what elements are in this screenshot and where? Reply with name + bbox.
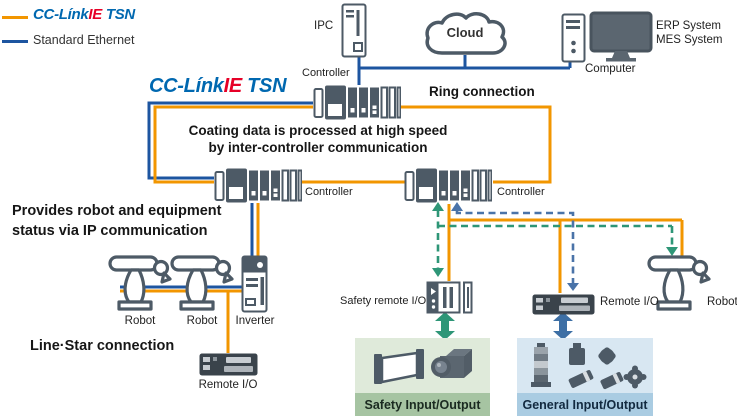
- stack-light-icon: [531, 343, 551, 391]
- safety-io-box: Safety Input/Output: [355, 338, 490, 416]
- controller-right-label: Controller: [497, 186, 545, 198]
- remote-io-right-label: Remote I/O: [600, 296, 659, 308]
- ethernet-ring-left: [147, 101, 313, 180]
- ipc-icon: [341, 3, 367, 58]
- remote-io-left-label: Remote I/O: [198, 379, 258, 391]
- computer-monitor-icon: [589, 11, 653, 63]
- light-curtain-icon: [373, 348, 425, 388]
- safety-remote-io-icon: [426, 281, 473, 314]
- safety-camera-icon: [430, 346, 474, 388]
- sensor-icons: [559, 343, 647, 391]
- controller-left-label: Controller: [305, 186, 353, 198]
- ipc-label: IPC: [314, 20, 334, 32]
- mes-system-label: MES System: [656, 34, 723, 46]
- safety-comm-arrowheads: [432, 202, 678, 277]
- computer-tower-icon: [561, 13, 586, 63]
- safety-comm-lines: [436, 210, 674, 268]
- erp-system-label: ERP System: [656, 20, 721, 32]
- ip-statement: Provides robot and equipment status via …: [12, 201, 221, 241]
- safety-io-double-arrow: [435, 312, 455, 340]
- legend-ethernet-label: Standard Ethernet: [33, 33, 135, 47]
- general-io-double-arrow: [553, 312, 573, 340]
- safety-remote-io-label: Safety remote I/O: [340, 295, 427, 307]
- controller-right-icon: [404, 167, 492, 204]
- general-io-band-label: General Input/Output: [517, 393, 653, 416]
- tsn-ring-left: [153, 105, 313, 184]
- controller-top-label: Controller: [302, 67, 350, 79]
- legend-ethernet-line: [2, 40, 28, 43]
- computer-label: Computer: [585, 63, 636, 75]
- remote-io-right-icon: [532, 294, 595, 315]
- ip-comm-lines: [455, 210, 575, 283]
- general-io-box: General Input/Output: [517, 338, 653, 416]
- ip-statement-line2: status via IP communication: [12, 223, 208, 239]
- cloud-label: Cloud: [446, 24, 484, 40]
- ip-comm-arrowheads: [451, 202, 579, 291]
- controller-top-icon: [313, 84, 401, 121]
- robot-left-1-label: Robot: [124, 315, 156, 327]
- network-tsn-logo: CC-LínkIE TSN: [149, 75, 287, 97]
- tsn-ring-right: [400, 105, 552, 184]
- robot-left-1-icon: [108, 252, 172, 312]
- line-star-label: Line·Star connection: [30, 338, 175, 354]
- ring-connection-label: Ring connection: [429, 84, 535, 99]
- inverter-label: Inverter: [235, 315, 275, 327]
- ip-statement-line1: Provides robot and equipment: [12, 203, 222, 219]
- coating-statement-line1: Coating data is processed at high speed: [188, 123, 448, 138]
- legend-tsn-line: [2, 16, 28, 19]
- cloud-icon: [420, 8, 510, 60]
- robot-right-label: Robot: [707, 296, 737, 308]
- robot-left-2-label: Robot: [186, 315, 218, 327]
- robot-left-2-icon: [170, 252, 234, 312]
- coating-statement: Coating data is processed at high speed …: [158, 122, 478, 156]
- inverter-icon: [241, 255, 268, 313]
- legend-tsn-label: CC-LínkIE TSN: [33, 6, 135, 23]
- safety-io-band-label: Safety Input/Output: [355, 393, 490, 416]
- coating-statement-line2: by inter-controller communication: [208, 140, 428, 155]
- controller-left-icon: [214, 167, 302, 204]
- remote-io-left-icon: [199, 353, 258, 376]
